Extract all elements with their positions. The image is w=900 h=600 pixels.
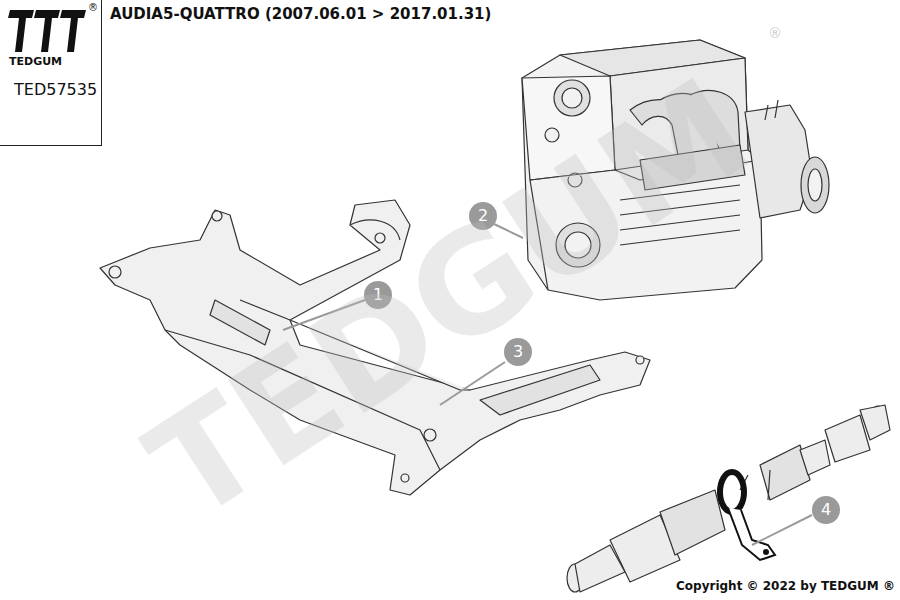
- logo-box: TEDGUM TED57535: [0, 0, 102, 146]
- callout-number: 1: [373, 287, 383, 303]
- callout-number: 3: [513, 344, 523, 360]
- leader-lines: [283, 224, 812, 545]
- callout-number: 4: [821, 502, 831, 518]
- model-title: AUDIA5-QUATTRO (2007.06.01 > 2017.01.31): [110, 5, 491, 23]
- copyright-note: Copyright © 2022 by TEDGUM ®: [676, 580, 895, 592]
- callout-number: 4: [812, 496, 840, 524]
- center-bearing: [720, 472, 775, 560]
- callout-number: 2: [469, 202, 497, 230]
- callout-number: 1: [364, 281, 392, 309]
- callout-number: 3: [504, 338, 532, 366]
- logo-symbol: [8, 10, 86, 52]
- registered-mark: ®: [88, 3, 98, 13]
- part-number: TED57535: [14, 80, 97, 99]
- watermark: TEDGUM: [129, 57, 772, 542]
- engine-drawing: [522, 40, 829, 300]
- callout-number: 2: [478, 208, 488, 224]
- subframe-drawing: [100, 200, 650, 495]
- watermark-mark: ®: [768, 26, 782, 40]
- driveshaft-drawing: [567, 405, 890, 592]
- brand-name: TEDGUM: [9, 55, 62, 68]
